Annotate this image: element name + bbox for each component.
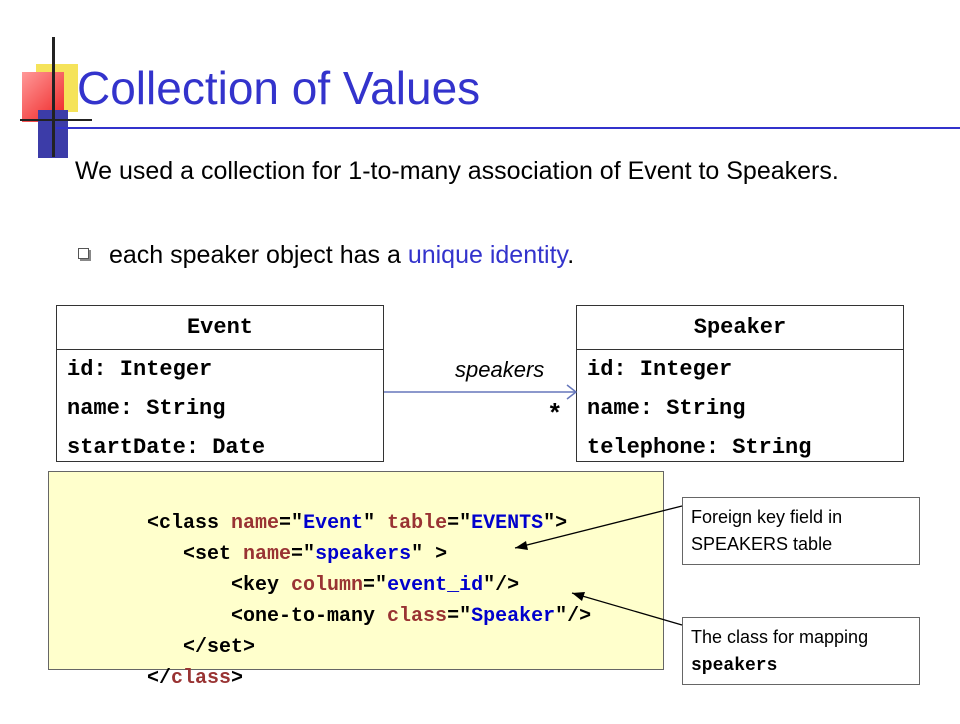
event-attribute: startDate: Date xyxy=(67,435,266,460)
bullet-item: each speaker object has a unique identit… xyxy=(78,237,574,274)
code-line-class-open: <class name="Event" table="EVENTS"> xyxy=(147,512,568,535)
event-class-name: Event xyxy=(57,306,383,350)
class-mapping-note-text: The class for mapping xyxy=(691,627,869,647)
code-line-key: <key column="event_id"/> xyxy=(231,574,520,597)
association-role-label: speakers xyxy=(455,357,545,382)
event-attribute: name: String xyxy=(67,396,226,421)
event-class-box: Event id: Integer name: String startDate… xyxy=(56,305,384,462)
code-line-one-to-many: <one-to-many class="Speaker"/> xyxy=(231,605,592,628)
bullet-suffix: . xyxy=(567,241,575,269)
slide-title: Collection of Values xyxy=(77,62,481,114)
association-arrow xyxy=(384,384,578,400)
foreign-key-note: Foreign key field in SPEAKERS table xyxy=(682,497,920,565)
bullet-text: each speaker object has a xyxy=(109,241,408,269)
speaker-attribute: telephone: String xyxy=(587,435,812,460)
speaker-class-name: Speaker xyxy=(577,306,903,350)
title-underline xyxy=(56,127,960,129)
class-mapping-note-code: speakers xyxy=(691,656,778,676)
speaker-class-box: Speaker id: Integer name: String telepho… xyxy=(576,305,904,462)
multiplicity-label: * xyxy=(547,400,563,430)
class-mapping-note: The class for mapping speakers xyxy=(682,617,920,685)
code-line-class-close: </class> xyxy=(147,667,244,690)
foreign-key-note-text: Foreign key field in SPEAKERS table xyxy=(691,507,843,554)
body-text: We used a collection for 1-to-many assoc… xyxy=(75,157,839,185)
code-block: <class name="Event" table="EVENTS"> <set… xyxy=(48,471,664,690)
code-line-set-close: </set> xyxy=(183,636,256,659)
logo-vertical-line xyxy=(52,37,55,157)
speaker-attribute: name: String xyxy=(587,396,746,421)
bullet-highlight: unique identity xyxy=(407,241,568,269)
speaker-attribute: id: Integer xyxy=(587,357,733,382)
logo-horizontal-line xyxy=(20,119,92,121)
code-line-set-open: <set name="speakers" > xyxy=(183,543,448,566)
square-bullet-icon xyxy=(78,247,89,259)
event-attribute: id: Integer xyxy=(67,357,213,382)
